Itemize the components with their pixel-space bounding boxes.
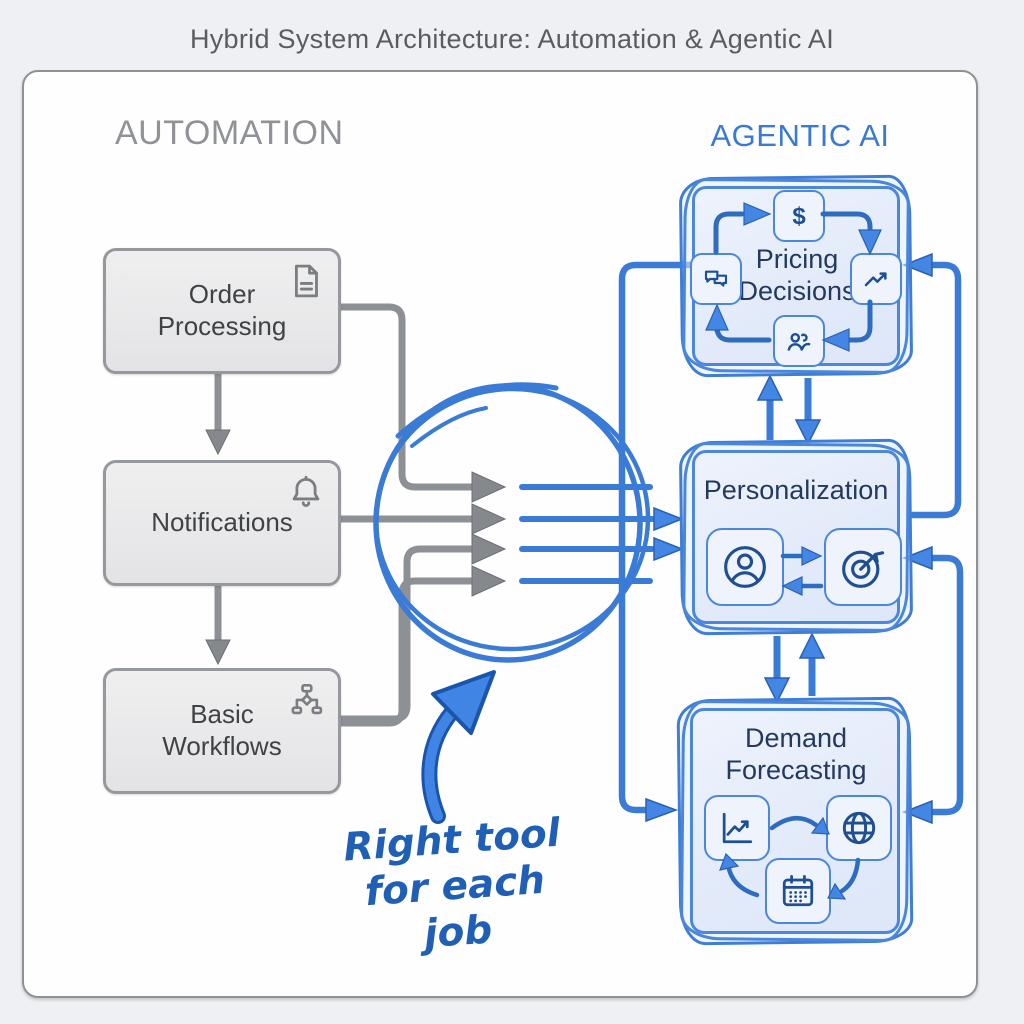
target-icon	[824, 528, 902, 606]
trend-up-icon	[850, 253, 902, 305]
document-icon	[285, 260, 327, 302]
people-icon	[773, 315, 825, 367]
dollar-icon: $	[773, 190, 825, 242]
calendar-icon	[765, 858, 831, 924]
person-icon	[706, 528, 784, 606]
agentic-column-heading: AGENTIC AI	[710, 118, 890, 153]
chat-icon	[690, 253, 742, 305]
page-title: Hybrid System Architecture: Automation &…	[189, 24, 835, 54]
automation-box-order-processing: Order Processing	[103, 248, 341, 374]
annotation-line-2: for each job	[363, 857, 547, 958]
agentic-box-label: Demand Forecasting	[725, 723, 867, 786]
agentic-box-label: Pricing Decisions	[738, 244, 856, 307]
line-chart-icon	[704, 795, 770, 861]
bell-icon	[285, 472, 327, 514]
automation-box-notifications: Notifications	[103, 460, 341, 586]
annotation-text: Right tool for each job	[327, 810, 582, 965]
automation-box-label: Basic Workflows	[162, 699, 282, 761]
globe-icon	[826, 795, 892, 861]
automation-column-heading: AUTOMATION	[115, 114, 344, 152]
automation-box-basic-workflows: Basic Workflows	[103, 668, 341, 794]
dollar-glyph: $	[792, 203, 806, 230]
workflow-icon	[285, 680, 327, 722]
agentic-box-label: Personalization	[703, 475, 889, 505]
automation-box-label: Order Processing	[157, 279, 287, 341]
automation-box-label: Notifications	[151, 507, 293, 538]
